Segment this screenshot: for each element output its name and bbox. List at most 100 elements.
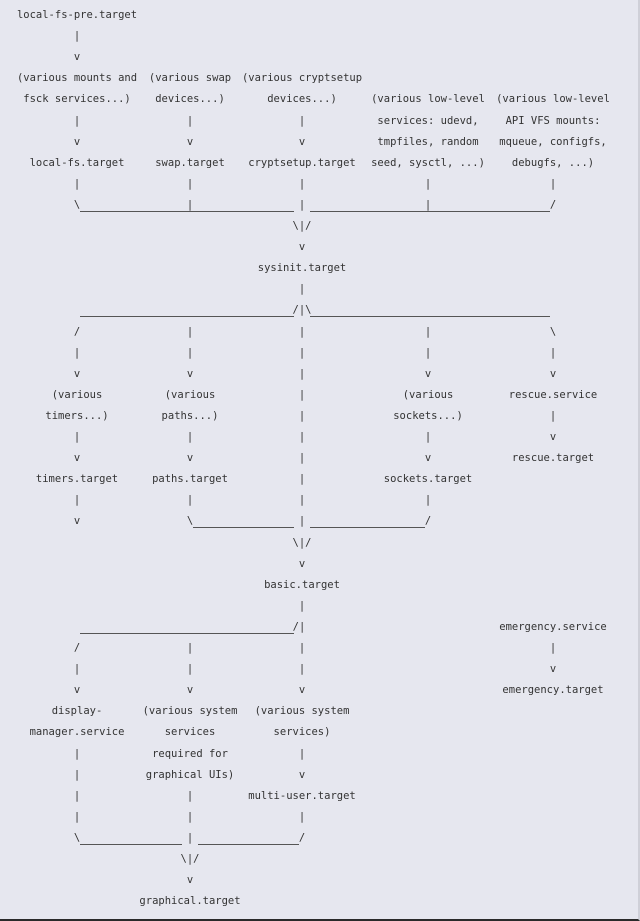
connector-pipe: | (298, 198, 306, 211)
node-paths-target: paths.target (152, 472, 228, 485)
connector-line (80, 210, 294, 212)
node-lowlevel-services: tmpfiles, random (377, 135, 479, 148)
node-system-services: (various system (254, 705, 350, 718)
connector-pipe: | (186, 662, 194, 675)
connector-pipe: | (298, 283, 306, 296)
node-gui-services: graphical UIs) (145, 768, 235, 781)
connector-split-left: /| (292, 620, 306, 633)
node-various-sockets: (various (402, 388, 454, 401)
connector-pipe: | (298, 515, 306, 528)
node-various-cryptsetup: devices...) (267, 93, 337, 106)
connector-line (310, 527, 425, 529)
connector-pipe: | (424, 430, 432, 443)
node-local-fs-target: local-fs.target (29, 156, 125, 169)
node-various-swap: (various swap (148, 72, 232, 85)
node-various-mounts: fsck services...) (23, 93, 131, 106)
connector-pipe: | (186, 641, 194, 654)
connector-slash: / (298, 831, 306, 844)
connector-pipe: | (186, 198, 194, 211)
arrow-down-icon: v (549, 430, 557, 443)
node-display-manager: manager.service (29, 726, 125, 739)
connector-pipe: | (298, 472, 306, 485)
node-various-sockets: sockets...) (393, 409, 463, 422)
node-sockets-target: sockets.target (383, 472, 473, 485)
node-system-services: services) (273, 726, 331, 739)
arrow-down-icon: v (298, 135, 306, 148)
connector-pipe: | (73, 662, 81, 675)
connector-pipe: | (298, 747, 306, 760)
node-timers-target: timers.target (35, 472, 119, 485)
connector-pipe: | (73, 789, 81, 802)
node-display-manager: display- (51, 705, 103, 718)
connector-line (310, 316, 550, 318)
connector-pipe: | (186, 346, 194, 359)
connector-pipe: | (298, 662, 306, 675)
connector-pipe: | (298, 346, 306, 359)
node-api-vfs: (various low-level (496, 93, 610, 106)
connector-slash: / (73, 325, 81, 338)
connector-pipe: | (186, 114, 194, 127)
connector-pipe: | (298, 641, 306, 654)
arrow-down-icon: v (424, 451, 432, 464)
connector-pipe: | (298, 114, 306, 127)
connector-pipe: | (298, 810, 306, 823)
connector-pipe: | (424, 177, 432, 190)
node-basic-target: basic.target (264, 578, 340, 591)
arrow-down-icon: v (549, 367, 557, 380)
arrow-down-icon: v (186, 451, 194, 464)
node-gui-services: (various system (142, 705, 238, 718)
connector-pipe: | (549, 346, 557, 359)
connector-pipe: | (186, 177, 194, 190)
node-various-paths: (various (164, 388, 216, 401)
node-graphical-target: graphical.target (139, 894, 241, 907)
connector-pipe: | (186, 494, 194, 507)
arrow-down-icon: v (298, 240, 306, 253)
connector-split: /|\ (292, 304, 312, 317)
connector-pipe: | (549, 177, 557, 190)
connector-pipe: | (298, 177, 306, 190)
connector-slash: / (424, 515, 432, 528)
arrow-down-icon: v (186, 367, 194, 380)
node-swap-target: swap.target (155, 156, 225, 169)
connector-pipe: | (73, 430, 81, 443)
connector-pipe: | (424, 346, 432, 359)
connector-merge: \|/ (180, 852, 200, 865)
connector-pipe: | (73, 747, 81, 760)
connector-pipe: | (424, 325, 432, 338)
connector-pipe: | (73, 346, 81, 359)
node-api-vfs: API VFS mounts: (505, 114, 601, 127)
node-gui-services: required for (152, 747, 228, 760)
arrow-down-icon: v (186, 683, 194, 696)
connector-pipe: | (73, 29, 81, 42)
connector-pipe: | (186, 325, 194, 338)
node-various-swap: devices...) (155, 93, 225, 106)
connector-merge: \|/ (292, 536, 312, 549)
connector-pipe: | (73, 114, 81, 127)
node-gui-services: services (164, 726, 216, 739)
connector-line (193, 527, 294, 529)
node-multi-user-target: multi-user.target (248, 789, 356, 802)
arrow-down-icon: v (73, 451, 81, 464)
connector-line (80, 632, 294, 634)
connector-pipe: | (298, 367, 306, 380)
node-api-vfs: mqueue, configfs, (499, 135, 607, 148)
connector-pipe: | (73, 177, 81, 190)
connector-line (310, 210, 550, 212)
connector-backslash: \ (73, 831, 81, 844)
arrow-down-icon: v (73, 50, 81, 63)
node-rescue-service: rescue.service (508, 388, 598, 401)
connector-pipe: | (186, 789, 194, 802)
connector-pipe: | (549, 641, 557, 654)
arrow-down-icon: v (424, 367, 432, 380)
connector-pipe: | (424, 198, 432, 211)
connector-line (80, 316, 294, 318)
node-various-paths: paths...) (161, 409, 219, 422)
connector-backslash: \ (73, 198, 81, 211)
connector-pipe: | (298, 325, 306, 338)
connector-pipe: | (186, 831, 194, 844)
connector-backslash: \ (549, 325, 557, 338)
connector-pipe: | (298, 409, 306, 422)
connector-line (80, 843, 182, 845)
connector-pipe: | (186, 430, 194, 443)
